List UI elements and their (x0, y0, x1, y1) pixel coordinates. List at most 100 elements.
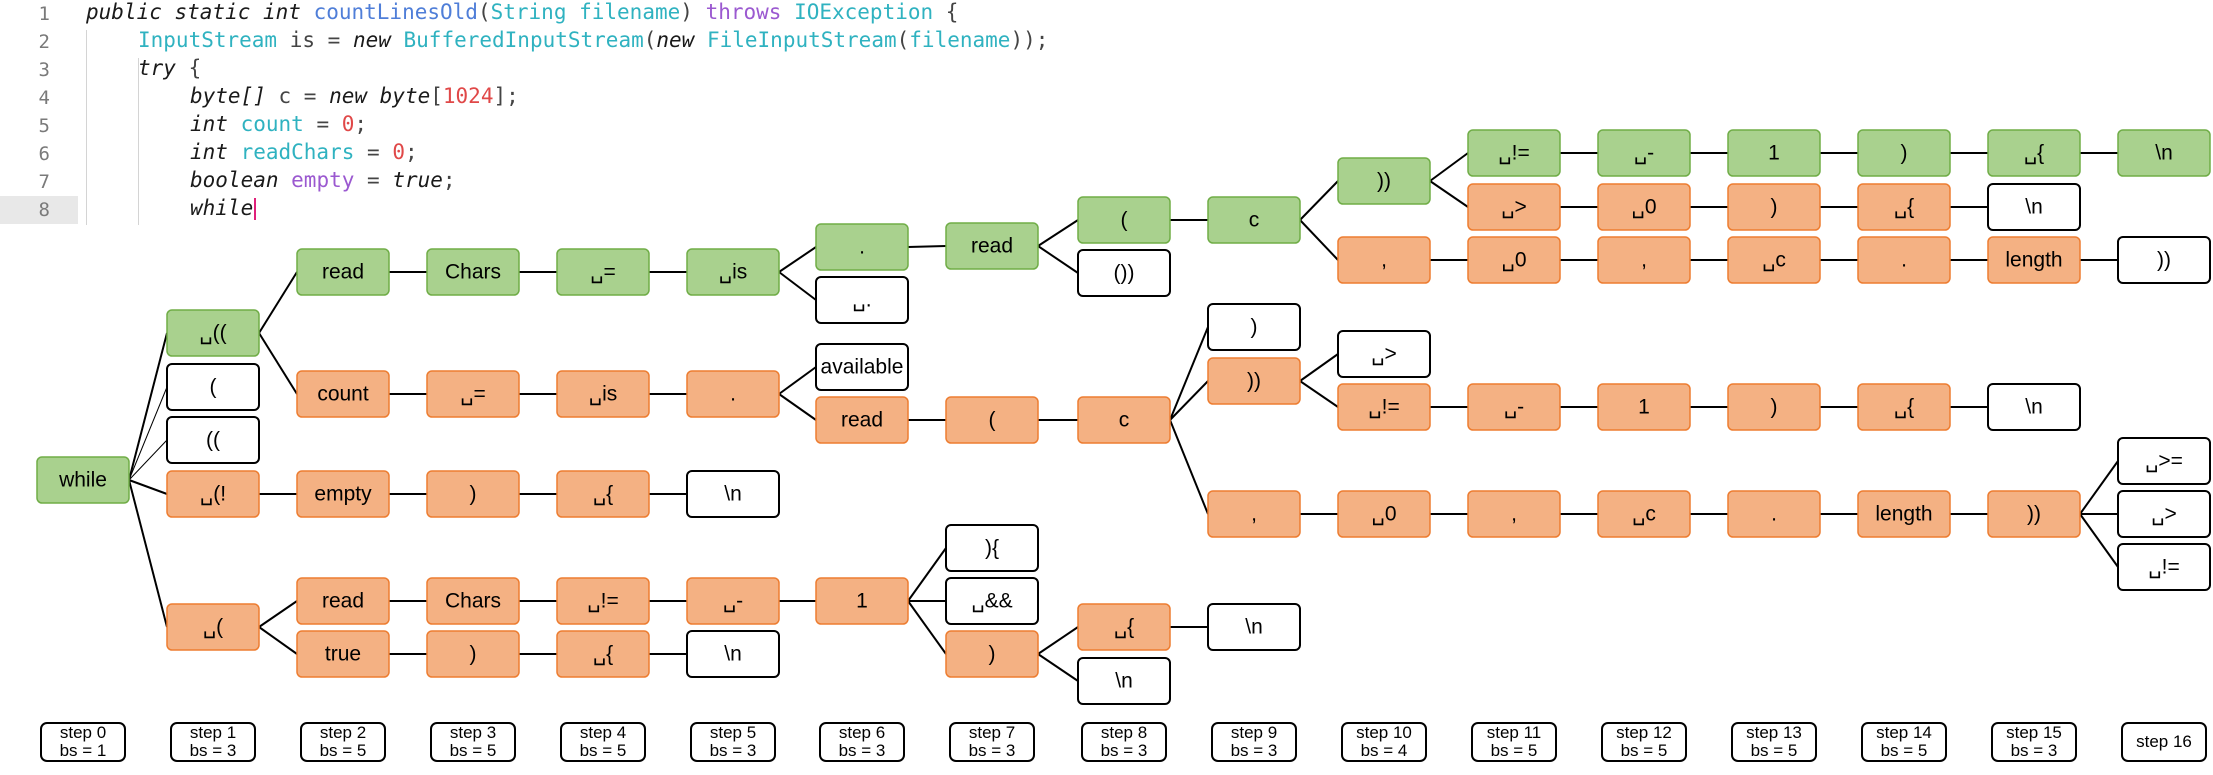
node-label: read (322, 261, 364, 284)
node-box (1857, 236, 1951, 284)
step-number: step 6 (838, 723, 886, 742)
code-token: new (329, 84, 380, 108)
tree-node-candidate: count (296, 370, 390, 418)
node-box (1597, 490, 1691, 538)
step-number: step 10 (1356, 723, 1412, 742)
node-label: ␣c (1762, 249, 1786, 272)
node-label: \n (724, 483, 742, 506)
node-label: ) (989, 643, 996, 666)
node-box (166, 603, 260, 651)
node-label: ␣- (1504, 396, 1524, 419)
tree-edge (778, 366, 817, 395)
node-label: ␣- (1634, 142, 1654, 165)
node-label: ␣{ (1114, 616, 1134, 639)
tree-node-pruned: ){ (945, 524, 1039, 572)
step-number: step 3 (449, 723, 497, 742)
tree-node-candidate: length (1857, 490, 1951, 538)
node-label: ␣is (719, 261, 748, 284)
code-token: int (190, 112, 241, 136)
node-label: ␣= (590, 261, 616, 284)
node-box (945, 524, 1039, 572)
node-box (1857, 383, 1951, 431)
node-label: Chars (445, 261, 501, 284)
code-text: InputStream is = new BufferedInputStream… (138, 28, 1048, 52)
node-label: ( (210, 376, 217, 399)
code-token: FileInputStream (706, 28, 897, 52)
tree-node-accepted: Chars (426, 248, 520, 296)
tree-node-candidate: ␣{ (1857, 383, 1951, 431)
node-box (1727, 383, 1821, 431)
tree-edge (907, 245, 947, 248)
step-number: step 7 (968, 723, 1016, 742)
code-token: 0 (392, 140, 405, 164)
tree-node-accepted: read (296, 248, 390, 296)
line-number: 2 (38, 31, 50, 53)
tree-edge (1037, 653, 1079, 682)
tree-edge (778, 271, 817, 301)
code-token: BufferedInputStream (403, 28, 644, 52)
tree-node-pruned: \n (1207, 603, 1301, 651)
tree-node-candidate: ␣{ (1077, 603, 1171, 651)
node-box (556, 577, 650, 625)
code-token: ; (354, 112, 368, 136)
code-text: int readChars = 0; (190, 140, 418, 164)
tree-node-pruned: ␣> (2117, 490, 2211, 538)
node-label: , (1251, 503, 1257, 526)
node-box (556, 470, 650, 518)
code-token: throws (705, 0, 782, 24)
tree-edge (2079, 460, 2119, 515)
code-token: = (354, 168, 393, 192)
line-gutter: 7 (0, 168, 78, 196)
code-token: ( (643, 28, 657, 52)
tree-node-candidate: true (296, 630, 390, 678)
code-line-2[interactable]: 2 InputStream is = new BufferedInputStrea… (0, 28, 1100, 56)
code-token: countLinesOld (313, 0, 478, 24)
code-token: InputStream (138, 28, 278, 52)
node-label: ) (1901, 142, 1908, 165)
node-label: ) (1251, 316, 1258, 339)
code-token: new (352, 28, 404, 52)
line-gutter: 5 (0, 112, 78, 140)
node-box (945, 630, 1039, 678)
beam-size: bs = 3 (709, 741, 757, 760)
node-label: ␣{ (2024, 142, 2044, 165)
code-token: ( (477, 0, 491, 24)
tree-node-pruned: ) (1207, 303, 1301, 351)
node-label: ␣> (1501, 196, 1527, 219)
node-box (1467, 383, 1561, 431)
node-label: ␣!= (1368, 396, 1399, 419)
code-token: boolean (190, 168, 292, 192)
node-box (296, 470, 390, 518)
tree-edge (128, 439, 168, 481)
node-box (556, 248, 650, 296)
beam-size: bs = 1 (59, 741, 107, 760)
node-label: ␣&& (971, 590, 1012, 613)
node-box (1597, 236, 1691, 284)
tree-node-pruned: ␣&& (945, 577, 1039, 625)
tree-edge (1299, 380, 1339, 408)
code-token: { (175, 56, 202, 80)
node-box (1207, 490, 1301, 538)
tree-node-pruned: ␣>= (2117, 437, 2211, 485)
node-label: 1 (1768, 142, 1780, 165)
tree-node-candidate: , (1597, 236, 1691, 284)
tree-node-candidate: ) (426, 470, 520, 518)
node-box (1207, 603, 1301, 651)
node-label: length (1875, 503, 1932, 526)
tree-edge (128, 332, 168, 481)
tree-node-candidate: ␣( (166, 603, 260, 651)
tree-node-candidate: ) (1727, 183, 1821, 231)
node-label: ␣{ (1894, 396, 1914, 419)
step-number: step 13 (1746, 723, 1802, 742)
node-box (426, 630, 520, 678)
